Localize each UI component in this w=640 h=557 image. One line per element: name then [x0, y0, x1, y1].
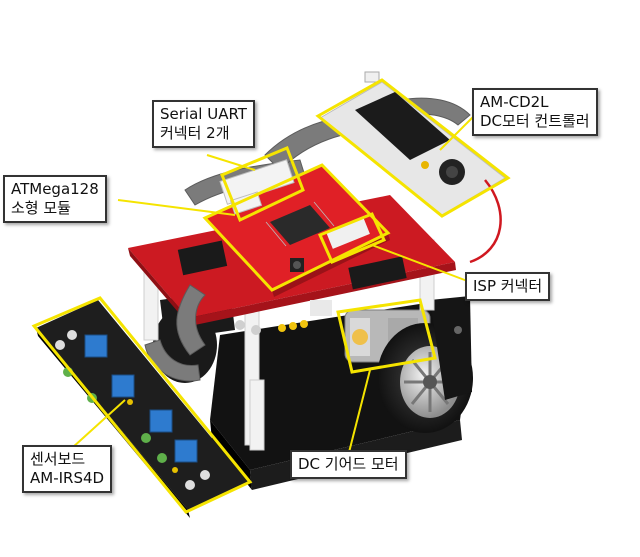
- callout-sensor-board: 센서보드 AM-IRS4D: [22, 445, 113, 493]
- highlight-boxes: [31, 78, 511, 514]
- callout-atmega-line1: ATMega128: [11, 180, 99, 198]
- callout-motor-controller-line2: DC모터 컨트롤러: [480, 112, 590, 130]
- callout-sensor-board-line1: 센서보드: [30, 450, 86, 468]
- sensor-highlight: [31, 296, 253, 514]
- callout-motor-controller: AM-CD2L DC모터 컨트롤러: [472, 88, 598, 136]
- motor-highlight: [336, 298, 437, 374]
- callout-serial-uart: Serial UART 커넥터 2개: [152, 100, 255, 148]
- power-wire: [469, 179, 502, 264]
- callout-isp: ISP 커넥터: [465, 272, 551, 301]
- callout-atmega: ATMega128 소형 모듈: [3, 175, 107, 223]
- callout-atmega-line2: 소형 모듈: [11, 199, 71, 217]
- atmega-highlight: [202, 163, 391, 292]
- callout-dc-motor: DC 기어드 모터: [290, 450, 407, 479]
- isp-highlight: [317, 212, 387, 264]
- callout-serial-uart-line2: 커넥터 2개: [160, 124, 230, 142]
- callout-serial-uart-line1: Serial UART: [160, 105, 247, 123]
- callout-motor-controller-line1: AM-CD2L: [480, 93, 549, 111]
- controller-highlight: [315, 78, 511, 218]
- callout-isp-line1: ISP 커넥터: [473, 277, 543, 295]
- motor-bracket: [430, 296, 472, 400]
- callout-sensor-board-line2: AM-IRS4D: [30, 469, 105, 487]
- callout-dc-motor-line1: DC 기어드 모터: [298, 455, 399, 473]
